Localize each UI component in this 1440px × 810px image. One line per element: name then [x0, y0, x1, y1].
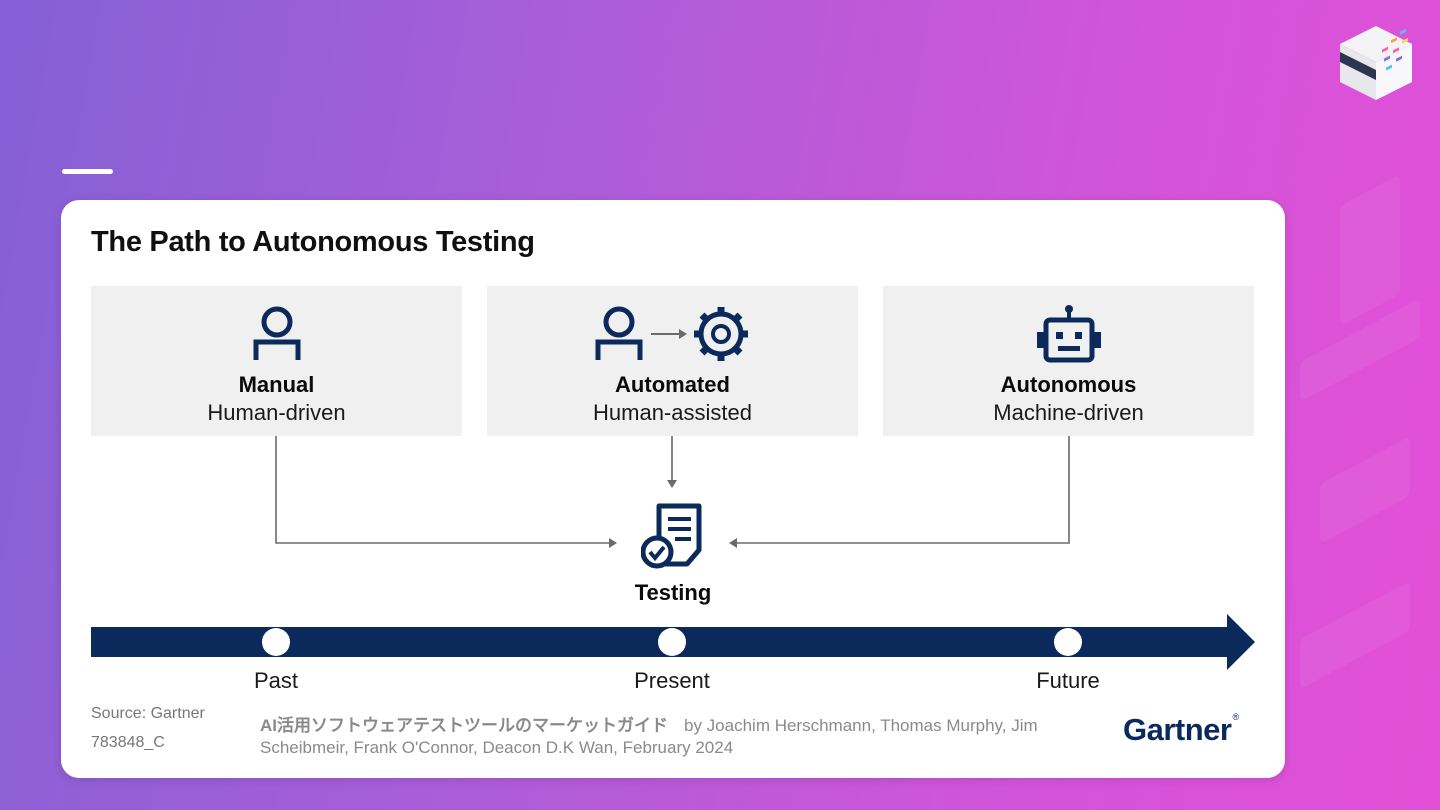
person-to-gear-icon — [487, 304, 858, 364]
timeline-label-future: Future — [1036, 668, 1100, 693]
stage-subtitle: Human-assisted — [593, 400, 752, 425]
brand-mark: ® — [1232, 712, 1239, 722]
stage-box-automated: Automated Human-assisted — [487, 286, 858, 436]
document-check-icon — [641, 503, 702, 569]
gartner-logo: Gartner® — [1123, 712, 1239, 748]
stage-subtitle: Human-driven — [207, 400, 346, 425]
timeline-marker-past — [262, 628, 290, 656]
timeline-marker-future — [1054, 628, 1082, 656]
accent-bar — [62, 169, 113, 174]
stage-title: Automated — [615, 372, 730, 397]
timeline-label-present: Present — [634, 668, 710, 693]
background-decoration — [1300, 580, 1410, 690]
diagram-card: The Path to Autonomous Testing Manual Hu… — [61, 200, 1285, 778]
source-text: Source: Gartner — [91, 705, 205, 722]
logo-icon — [1340, 26, 1412, 100]
stage-box-autonomous: Autonomous Machine-driven — [883, 286, 1254, 436]
robot-icon — [883, 304, 1254, 364]
citation-authors: by Joachim Herschmann, Thomas Murphy, Ji… — [260, 716, 1038, 757]
brand-name: Gartner — [1123, 712, 1232, 747]
connector-manual — [275, 436, 609, 544]
stage-title: Autonomous — [1000, 372, 1137, 397]
person-icon — [91, 304, 462, 364]
connector-lines — [275, 436, 1070, 548]
arrowhead — [729, 538, 737, 548]
background-decoration — [1320, 436, 1410, 544]
citation-title: AI活用ソフトウェアテストツールのマーケットガイド — [260, 716, 668, 735]
background-decoration — [1340, 174, 1400, 326]
timeline-marker-present — [658, 628, 686, 656]
stage-title: Manual — [238, 372, 315, 397]
stage-subtitle: Machine-driven — [993, 400, 1144, 425]
timeline-arrow — [91, 614, 1255, 670]
document-id: 783848_C — [91, 734, 165, 751]
timeline-label-past: Past — [253, 668, 299, 693]
connector-autonomous — [737, 436, 1070, 544]
stage-box-manual: Manual Human-driven — [91, 286, 462, 436]
testing-label: Testing — [634, 580, 712, 605]
slide-title: The Path to Autonomous Testing — [91, 226, 535, 258]
arrowhead — [609, 538, 617, 548]
arrowhead — [667, 480, 677, 488]
